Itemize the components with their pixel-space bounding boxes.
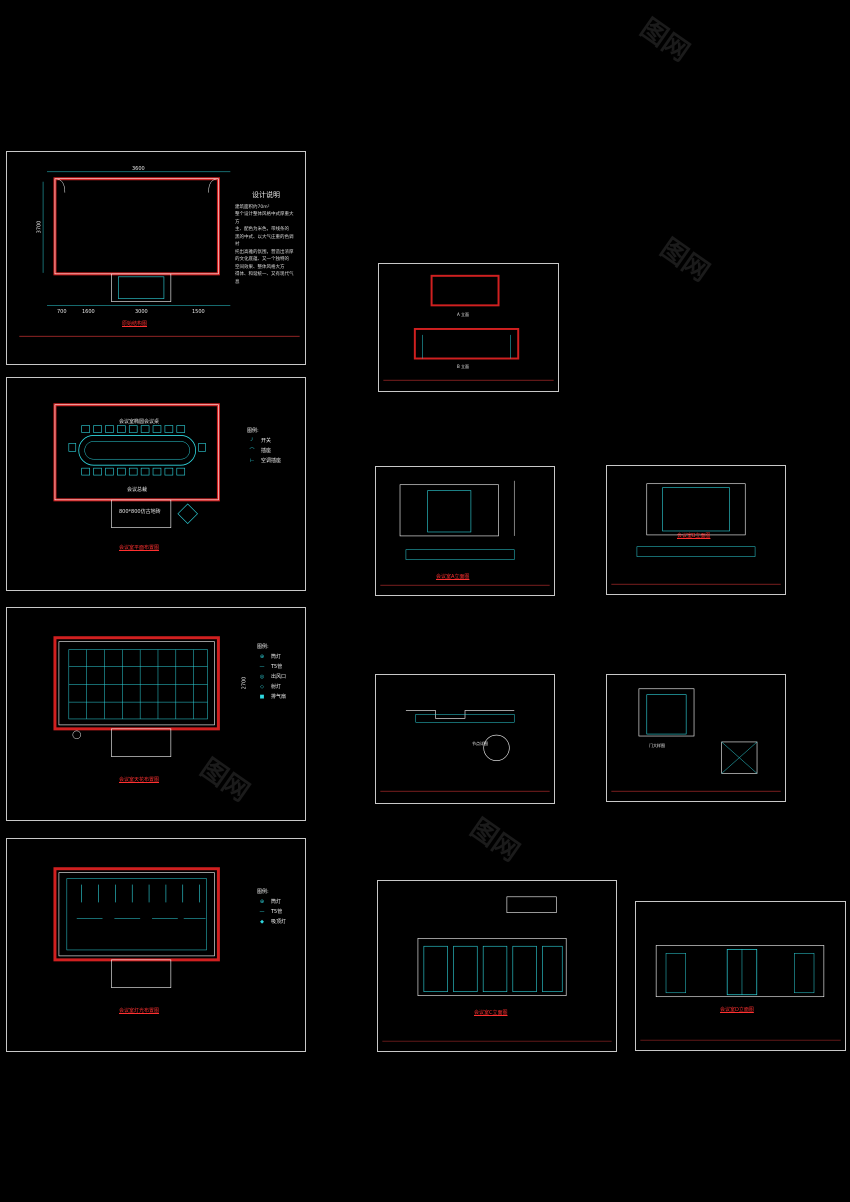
legend-label: 筒灯 [271, 654, 282, 660]
detail-title: 节点详图 [472, 741, 488, 746]
legend-item: ⊕ 筒灯 [257, 897, 286, 907]
phone-icon: ⊢ [249, 458, 255, 464]
legend-label: 吸顶灯 [271, 919, 287, 925]
sub-label: 会议总裁 [127, 487, 148, 493]
dim-bottom: 3000 [135, 309, 148, 315]
design-notes: 设计说明 建筑面积约70m² 整个设计整体风格中式厚重大方 主、配色为米色，带线… [235, 191, 297, 286]
legend-item: ■ 排气扇 [257, 692, 286, 702]
legend-label: 插座 [261, 448, 272, 454]
notes-line: 黑的中式、以大气庄重的色调衬 [235, 234, 294, 248]
sheet-elevation-c[interactable]: 会议室C立面图 [377, 880, 617, 1052]
notes-line: 得体、和谐统一、又有现代气息 [235, 272, 294, 285]
legend: 图例: ⊕ 筒灯 — T5管 ◆ 吸顶灯 [257, 887, 286, 927]
notes-line: 的文化底蕴、又一个独特的 [235, 257, 289, 262]
sheet-elevation-b[interactable]: 会议室B立面图 [606, 465, 786, 595]
legend-label: T5管 [271, 909, 283, 915]
notes-line: 主、配色为米色，带线条的 [235, 227, 289, 232]
sheet-title: 会议室D立面图 [720, 1007, 754, 1013]
sheet-ceiling-plan[interactable]: 图例: ⊕ 筒灯 — T5管 ◎ 出风口 ◇ 射灯 ■ 排气扇 2700 会议室天花布置图 [6, 607, 306, 821]
legend: 图例: ╯ 开关 ⌒ 插座 ⊢ 空调插座 [247, 426, 281, 466]
socket-icon: ⌒ [249, 448, 255, 454]
downlight-icon: ⊕ [259, 899, 265, 905]
legend-title: 图例: [257, 889, 269, 895]
legend-item: ⊕ 筒灯 [257, 652, 286, 662]
watermark-logo: 图网 [464, 813, 525, 868]
spot-icon: ◆ [260, 919, 264, 925]
ac-vent-icon: ◎ [259, 674, 265, 680]
dim-bottom: 700 [57, 309, 67, 315]
notes-line: 空间效果、整体风格大方 [235, 264, 285, 270]
legend: 图例: ⊕ 筒灯 — T5管 ◎ 出风口 ◇ 射灯 ■ 排气扇 [257, 642, 286, 702]
downlight-icon: ⊕ [259, 654, 265, 660]
detail-1-drawing [380, 710, 550, 792]
switch-icon: ╯ [250, 438, 254, 444]
notes-line: 托出高雅的氛围，营造出浓厚 [235, 249, 294, 255]
legend-title: 图例: [247, 428, 259, 434]
dim-bottom: 1600 [82, 309, 95, 315]
sheet-elevation-a[interactable]: 会议室A立面图 [375, 466, 555, 596]
dim-left: 3700 [36, 220, 43, 234]
title-b: B 立面 [457, 364, 470, 369]
legend-item: ◆ 吸顶灯 [257, 917, 286, 927]
notes-title: 设计说明 [252, 191, 280, 199]
dim-top: 3600 [132, 166, 145, 172]
legend-label: 开关 [261, 438, 272, 444]
t5-icon: — [259, 664, 265, 670]
legend-item: ⊢ 空调插座 [247, 456, 281, 466]
legend-label: 空调插座 [261, 458, 282, 464]
elevation-d-drawing [640, 945, 841, 1041]
ceiling-plan-drawing [53, 636, 220, 757]
sheet-original-plan[interactable]: 设计说明 建筑面积约70m² 整个设计整体风格中式厚重大方 主、配色为米色，带线… [6, 151, 306, 365]
elevation-b-drawing [611, 483, 781, 585]
lighting-plan-drawing [53, 867, 220, 988]
spot-icon: ◇ [260, 684, 264, 690]
legend-item: — T5管 [257, 662, 286, 672]
title-a: A 立面 [457, 312, 470, 317]
legend-label: 出风口 [271, 674, 287, 680]
furniture-plan-drawing [53, 403, 220, 528]
sheet-title: 会议室C立面图 [474, 1010, 508, 1016]
sheet-title: 会议室B立面图 [677, 533, 711, 539]
legend-item: — T5管 [257, 907, 286, 917]
legend-label: 筒灯 [271, 899, 282, 905]
exhaust-icon: ■ [259, 694, 265, 700]
sheet-title: 会议室A立面图 [436, 574, 470, 580]
detail-title: 门大样图 [649, 743, 665, 748]
elevation-c-drawing [382, 896, 612, 1042]
floor-label: 800*800仿古地砖 [119, 509, 161, 515]
table-label: 会议室椭圆会议桌 [119, 419, 160, 425]
detail-2-drawing [611, 688, 781, 792]
sheet-small-elevation[interactable]: A 立面 B 立面 [378, 263, 559, 392]
t5-icon: — [259, 909, 265, 915]
watermark-logo: 图网 [634, 13, 695, 68]
notes-line: 整个设计整体风格中式厚重大方 [235, 212, 294, 225]
legend-item: ╯ 开关 [247, 436, 281, 446]
legend-item: ◇ 射灯 [257, 682, 286, 692]
elevation-a-drawing [380, 480, 550, 586]
sheet-elevation-d[interactable]: 会议室D立面图 [635, 901, 846, 1051]
legend-label: 排气扇 [271, 694, 287, 700]
watermark-logo: 图网 [654, 233, 715, 288]
sheet-title: 会议室天花布置图 [119, 777, 160, 783]
notes-line: 建筑面积约70m² [235, 204, 270, 210]
sheet-lighting-plan[interactable]: 图例: ⊕ 筒灯 — T5管 ◆ 吸顶灯 会议室灯光布置图 [6, 838, 306, 1052]
sheet-detail-1[interactable]: 节点详图 [375, 674, 555, 804]
sheet-detail-2[interactable]: 门大样图 [606, 674, 786, 802]
sheet-title: 会议室灯光布置图 [119, 1008, 160, 1014]
sheet-title: 会议室平面布置图 [119, 545, 160, 551]
dim-right: 2700 [241, 676, 248, 690]
sheet-title: 原始结构图 [122, 321, 148, 327]
legend-label: T5管 [271, 664, 283, 670]
legend-title: 图例: [257, 644, 269, 650]
legend-item: ◎ 出风口 [257, 672, 286, 682]
dim-bottom: 1500 [192, 309, 205, 315]
sheet-furniture-plan[interactable]: 会议室椭圆会议桌 会议总裁 800*800仿古地砖 图例: ╯ 开关 ⌒ 插座 ⊢ 空… [6, 377, 306, 591]
original-plan-drawing [19, 171, 300, 337]
legend-label: 射灯 [271, 684, 282, 690]
small-elevation-drawing [383, 274, 554, 381]
legend-item: ⌒ 插座 [247, 446, 281, 456]
